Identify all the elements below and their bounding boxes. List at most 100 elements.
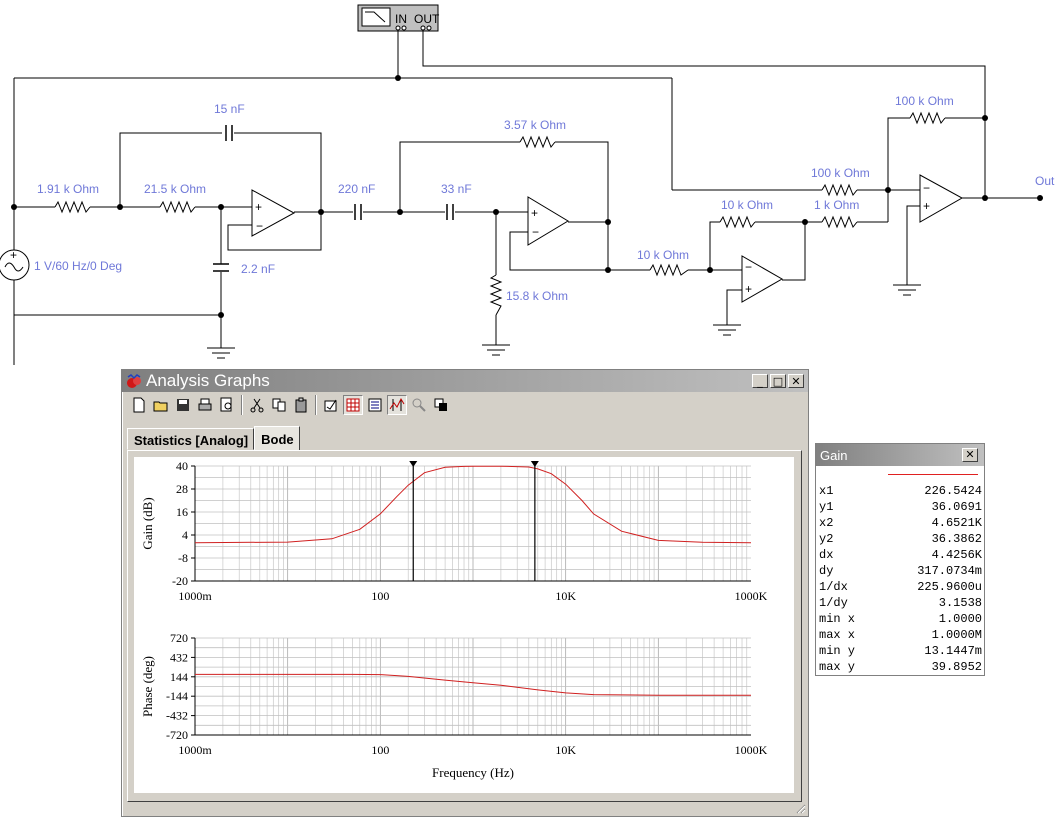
cut-icon[interactable] xyxy=(247,395,267,415)
svg-text:+: + xyxy=(923,199,930,213)
x-tick-label: 1000m xyxy=(178,743,212,757)
x-tick-label: 1000m xyxy=(178,589,212,603)
cursor-row-value: 1.0000M xyxy=(931,628,982,642)
properties-icon[interactable] xyxy=(321,395,341,415)
legend-toggle-icon[interactable] xyxy=(365,395,385,415)
resize-grip-icon[interactable] xyxy=(794,802,806,814)
x-tick-label: 100 xyxy=(371,589,389,603)
cursor-row-key: y2 xyxy=(819,532,834,546)
y-tick-label: 4 xyxy=(182,528,188,542)
resistor-3.57k xyxy=(519,135,556,149)
y-tick-label: 720 xyxy=(170,631,188,645)
cursor-row-value: 36.3862 xyxy=(931,532,982,546)
cursor-row: max x 1.0000M xyxy=(819,628,982,644)
y-tick-label: -432 xyxy=(166,709,188,723)
save-icon[interactable] xyxy=(173,395,193,415)
circuit-schematic: +− +− −+ −+ + IN OUT 1.91 k Ohm 21.5 k O xyxy=(0,4,1055,365)
resistor-10k-b xyxy=(719,215,756,229)
y-tick-label: -8 xyxy=(178,551,188,565)
grid-toggle-icon[interactable] xyxy=(343,395,363,415)
window-title: Analysis Graphs xyxy=(146,371,270,390)
tab-bode[interactable]: Bode xyxy=(254,426,300,450)
copy-icon[interactable] xyxy=(269,395,289,415)
svg-text:−: − xyxy=(256,219,263,233)
cursor-row-value: 36.0691 xyxy=(931,500,982,514)
close-button[interactable]: ✕ xyxy=(788,374,804,388)
cursor-row-key: dx xyxy=(819,548,834,562)
data-series-line xyxy=(195,673,751,696)
svg-text:OUT: OUT xyxy=(414,12,440,26)
paste-icon[interactable] xyxy=(291,395,311,415)
print-preview-icon[interactable] xyxy=(217,395,237,415)
tab-statistics[interactable]: Statistics [Analog] xyxy=(127,428,255,450)
cursor-row: max y 39.8952 xyxy=(819,660,982,676)
analysis-graphs-window: Analysis Graphs _ □ ✕ Statistics [Analog… xyxy=(121,369,809,817)
overlay-icon[interactable] xyxy=(431,395,451,415)
cursor-panel-titlebar[interactable]: Gain ✕ xyxy=(816,444,984,466)
cursor-row-value: 39.8952 xyxy=(931,660,982,674)
tab-strip: Statistics [Analog] Bode xyxy=(127,426,300,452)
cursor-panel-close-button[interactable]: ✕ xyxy=(962,448,978,462)
legend-line xyxy=(888,474,978,475)
app-icon xyxy=(127,374,141,388)
label-r8: 100 k Ohm xyxy=(811,166,870,180)
cursor-row-value: 1.0000 xyxy=(938,612,982,626)
y-axis-label: Gain (dB) xyxy=(140,497,155,549)
label-source: 1 V/60 Hz/0 Deg xyxy=(34,259,122,273)
x-tick-label: 100 xyxy=(371,743,389,757)
cursor-row-key: 1/dx xyxy=(819,580,848,594)
maximize-button[interactable]: □ xyxy=(770,374,786,388)
bode-plotter-instrument[interactable]: IN OUT xyxy=(357,4,440,32)
opamp-1 xyxy=(251,189,296,237)
resistor-15.8k xyxy=(489,274,503,316)
window-titlebar[interactable]: Analysis Graphs _ □ ✕ xyxy=(122,370,808,392)
label-c3: 220 nF xyxy=(338,182,375,196)
new-icon[interactable] xyxy=(129,395,149,415)
y-tick-label: 432 xyxy=(170,650,188,664)
label-c1: 15 nF xyxy=(214,102,245,116)
label-r3: 3.57 k Ohm xyxy=(504,118,566,132)
data-series-line xyxy=(194,465,752,544)
cursor-row-key: dy xyxy=(819,564,834,578)
svg-text:+: + xyxy=(745,282,752,296)
y-axis-label: Phase (deg) xyxy=(140,656,155,717)
svg-text:+: + xyxy=(10,248,17,262)
cursor-row-key: x1 xyxy=(819,484,834,498)
label-c4: 33 nF xyxy=(441,182,472,196)
svg-text:−: − xyxy=(745,260,752,274)
cursors-toggle-icon[interactable] xyxy=(387,395,407,415)
cursor-row-value: 3.1538 xyxy=(938,596,982,610)
y-tick-label: 40 xyxy=(176,459,188,473)
toolbar xyxy=(122,392,808,418)
cursor-row-key: x2 xyxy=(819,516,834,530)
cursor-row-key: max y xyxy=(819,660,856,674)
cursor-row-key: max x xyxy=(819,628,856,642)
opamp-4 xyxy=(919,174,964,223)
opamp-3 xyxy=(741,255,784,303)
print-icon[interactable] xyxy=(195,395,215,415)
y-tick-label: 28 xyxy=(176,482,188,496)
cursor-row: x1 226.5424 xyxy=(819,484,982,500)
cursor-row: y2 36.3862 xyxy=(819,532,982,548)
cursor-row-value: 226.5424 xyxy=(924,484,982,498)
svg-text:IN: IN xyxy=(395,12,407,26)
cursor-row-key: 1/dy xyxy=(819,596,848,610)
y-tick-label: 16 xyxy=(176,505,188,519)
ac-source xyxy=(0,249,30,281)
open-icon[interactable] xyxy=(151,395,171,415)
zoom-icon[interactable] xyxy=(409,395,429,415)
x-axis-label: Frequency (Hz) xyxy=(432,765,514,780)
minimize-button[interactable]: _ xyxy=(752,374,768,388)
cursor-marker-2 xyxy=(530,461,539,467)
svg-text:+: + xyxy=(531,206,538,220)
